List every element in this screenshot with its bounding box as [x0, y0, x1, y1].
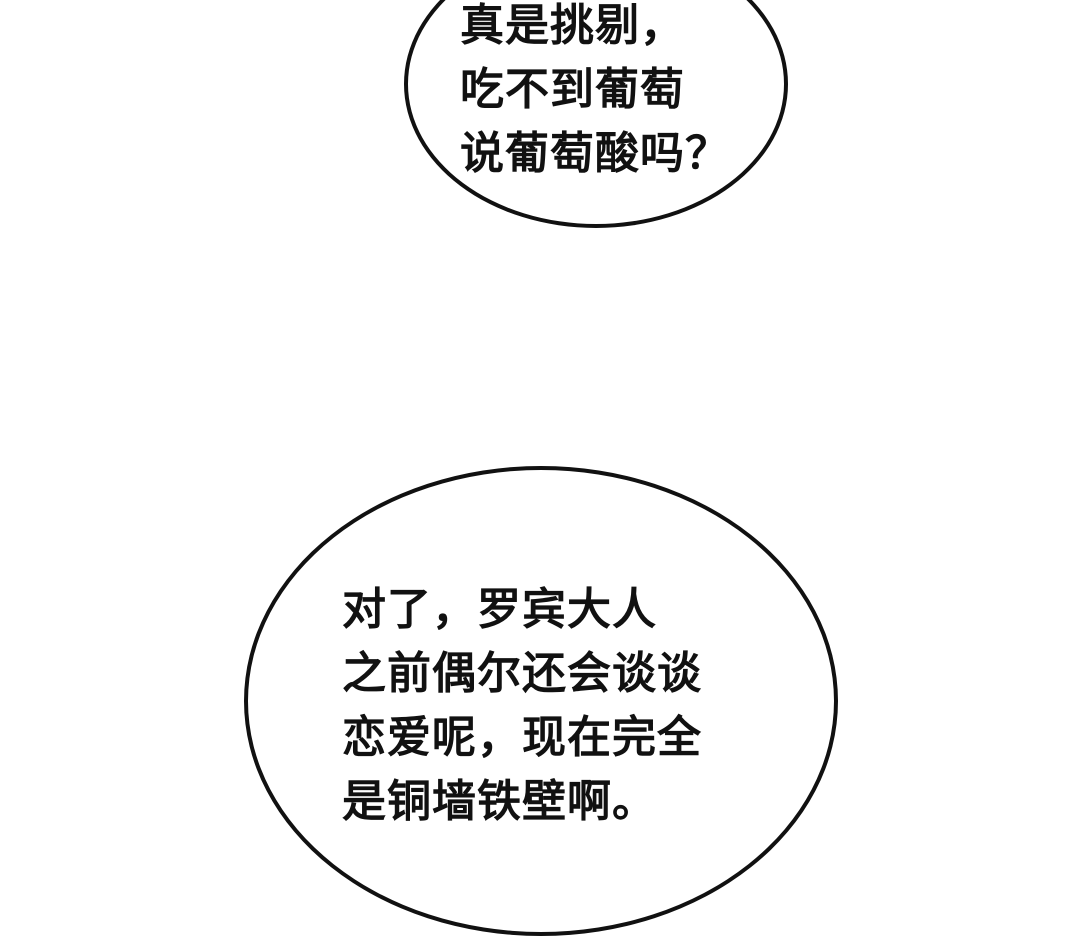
comic-panel: { "bubble_top": { "lines": ["真是挑剔，", "吃不…: [244, 0, 838, 936]
speech-line: 之前偶尔还会谈谈: [342, 648, 702, 699]
speech-bubble-top: [404, 0, 788, 228]
speech-line: 是铜墙铁壁啊。: [342, 776, 657, 827]
speech-line: 说葡萄酸吗？: [460, 128, 730, 179]
speech-line: 对了，罗宾大人: [342, 584, 657, 635]
speech-line: 恋爱呢，现在完全: [342, 712, 702, 763]
speech-line: 真是挑剔，: [460, 0, 685, 51]
speech-text-bottom: 对了，罗宾大人 之前偶尔还会谈谈 恋爱呢，现在完全 是铜墙铁壁啊。: [342, 578, 702, 834]
speech-line: 吃不到葡萄: [460, 64, 685, 115]
speech-text-top: 真是挑剔， 吃不到葡萄 说葡萄酸吗？: [460, 0, 730, 186]
